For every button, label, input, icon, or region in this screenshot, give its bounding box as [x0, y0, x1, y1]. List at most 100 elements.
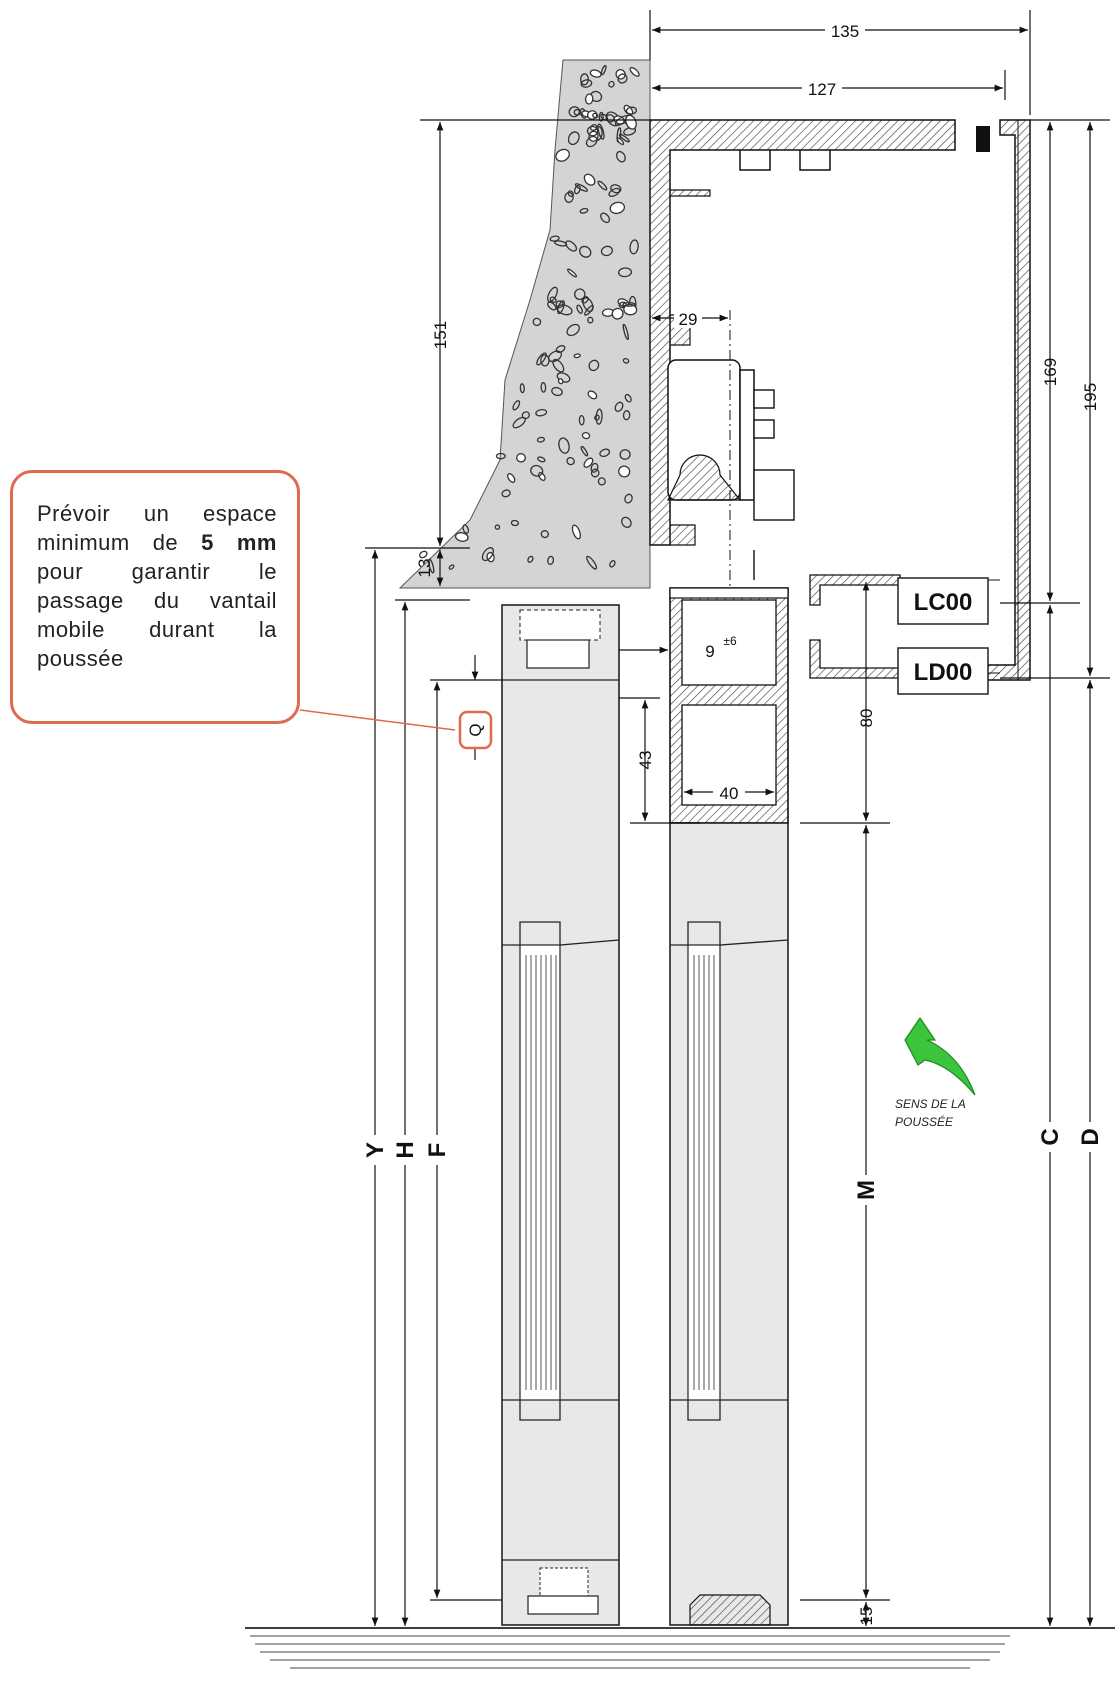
- concrete-aggregate: [609, 201, 626, 215]
- concrete-aggregate: [566, 456, 575, 466]
- concrete-aggregate: [598, 111, 604, 122]
- concrete-aggregate: [587, 316, 594, 324]
- concrete-aggregate: [629, 66, 640, 77]
- letter-c: C: [1037, 1128, 1064, 1145]
- concrete-aggregate: [495, 452, 506, 460]
- dim-13: 13: [415, 559, 434, 578]
- concrete-aggregate: [555, 148, 570, 162]
- concrete-aggregate: [618, 465, 631, 478]
- concrete-aggregate: [501, 489, 511, 498]
- concrete-aggregate: [462, 524, 470, 534]
- concrete-aggregate: [621, 516, 632, 528]
- concrete-aggregate: [597, 180, 608, 191]
- dimension-labels: 135 127 151 13 29 9 ±6 43 40 80 15 169 1…: [362, 20, 1104, 1625]
- push-arrow-icon: [904, 1016, 976, 1096]
- concrete-aggregate: [616, 137, 625, 146]
- concrete-aggregate: [516, 453, 526, 463]
- spacing-note-callout: Prévoir un espace minimum de 5 mm pour g…: [10, 470, 300, 724]
- concrete-aggregate: [494, 524, 501, 530]
- lc00-label: LC00: [914, 589, 973, 616]
- concrete-aggregate: [535, 408, 548, 417]
- concrete-aggregate: [590, 90, 603, 103]
- concrete-aggregate: [609, 560, 616, 568]
- concrete-aggregate: [599, 448, 611, 458]
- concrete-aggregate: [617, 267, 633, 278]
- concrete-aggregate: [537, 456, 546, 463]
- concrete-aggregate: [581, 432, 591, 440]
- concrete-aggregate: [536, 352, 547, 366]
- concrete-aggregate: [624, 493, 633, 504]
- dim-80: 80: [857, 709, 876, 728]
- concrete-aggregate: [608, 80, 615, 88]
- concrete-aggregate: [623, 303, 638, 316]
- dim-135: 135: [831, 22, 859, 41]
- concrete-aggregate: [540, 382, 547, 393]
- dim-169: 169: [1041, 358, 1060, 386]
- concrete-aggregate: [532, 317, 542, 327]
- concrete-wall: [398, 59, 651, 589]
- concrete-aggregate: [597, 123, 605, 140]
- concrete-aggregate: [584, 304, 594, 316]
- concrete-aggregate: [519, 383, 525, 394]
- mobile-leaf: [669, 587, 789, 1626]
- letter-h: H: [392, 1141, 419, 1158]
- concrete-aggregate: [565, 240, 578, 252]
- concrete-aggregate: [555, 300, 564, 308]
- letter-d: D: [1077, 1128, 1104, 1145]
- concrete-aggregate: [614, 401, 624, 412]
- concrete-aggregate: [580, 79, 593, 88]
- concrete-aggregate: [600, 64, 607, 76]
- concrete-aggregate: [540, 530, 549, 539]
- concrete-aggregate: [617, 73, 628, 84]
- concrete-aggregate: [600, 212, 611, 224]
- concrete-aggregate: [589, 69, 602, 78]
- concrete-aggregate: [619, 449, 631, 460]
- concrete-aggregate: [512, 416, 526, 429]
- dim-9-tolerance: ±6: [723, 634, 737, 648]
- note-text-bold: 5 mm: [201, 530, 277, 555]
- concrete-aggregate: [578, 414, 585, 426]
- fixed-leaf: [501, 604, 620, 1626]
- concrete-aggregate: [622, 301, 636, 307]
- dim-9: 9: [705, 642, 714, 661]
- dim-127: 127: [808, 80, 836, 99]
- concrete-aggregate: [583, 457, 594, 468]
- concrete-aggregate: [547, 555, 555, 566]
- concrete-aggregate: [622, 410, 631, 421]
- concrete-aggregate: [624, 393, 632, 403]
- concrete-aggregate: [586, 555, 598, 570]
- concrete-aggregate: [608, 187, 621, 197]
- q-callout-box: [458, 710, 493, 750]
- dim-40: 40: [720, 784, 739, 803]
- note-text-after: pour garantir le passage du vantail mobi…: [37, 559, 277, 671]
- spacing-note-text: Prévoir un espace minimum de 5 mm pour g…: [37, 499, 277, 673]
- concrete-aggregate: [576, 304, 583, 314]
- concrete-aggregate: [590, 462, 599, 473]
- concrete-aggregate: [553, 240, 568, 247]
- concrete-aggregate: [578, 245, 592, 258]
- concrete-aggregate: [512, 400, 521, 411]
- concrete-aggregate: [625, 106, 638, 115]
- concrete-aggregate: [566, 323, 580, 337]
- concrete-aggregate: [551, 386, 563, 397]
- push-line-2: POUSSÉE: [895, 1114, 954, 1129]
- concrete-aggregate: [579, 207, 589, 214]
- letter-q: Q: [466, 723, 485, 736]
- concrete-aggregate: [567, 131, 580, 146]
- concrete-aggregate: [481, 547, 495, 562]
- concrete-aggregate: [622, 357, 630, 364]
- letter-m: M: [853, 1180, 880, 1200]
- dim-151: 151: [431, 321, 450, 349]
- concrete-aggregate: [629, 239, 639, 255]
- concrete-aggregate: [448, 564, 455, 570]
- concrete-aggregate: [564, 191, 574, 203]
- concrete-aggregate: [510, 519, 520, 527]
- push-direction: SENS DE LA POUSSÉE: [895, 1016, 976, 1129]
- concrete-aggregate: [419, 550, 428, 559]
- concrete-aggregate: [428, 558, 435, 574]
- concrete-aggregate: [610, 184, 622, 194]
- dimension-lines: [299, 10, 1110, 1626]
- ld00-box: [897, 647, 989, 695]
- concrete-aggregate: [580, 445, 589, 457]
- concrete-aggregate: [618, 301, 627, 309]
